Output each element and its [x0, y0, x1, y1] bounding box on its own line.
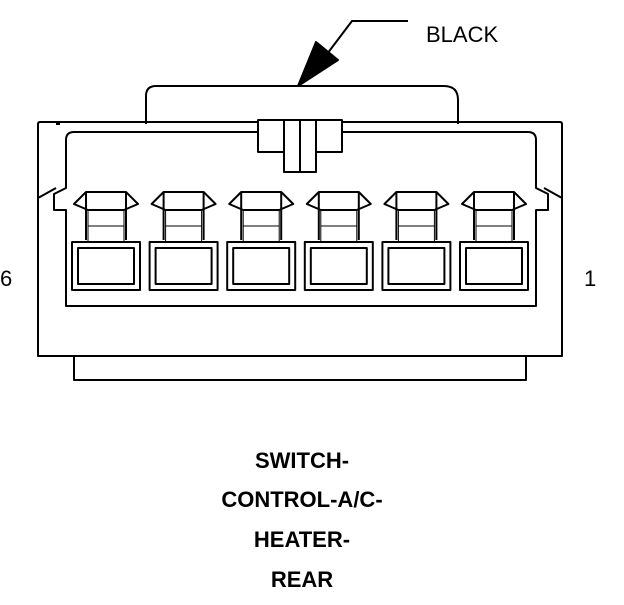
caption-line-3: HEATER- [253, 527, 351, 552]
center-latch [257, 119, 343, 173]
terminal-cavity [459, 191, 529, 291]
connector-face [53, 131, 549, 307]
terminal-cavity [226, 191, 297, 291]
right-step-line [543, 187, 563, 199]
connector-top-tab [145, 85, 459, 124]
connector-body [37, 121, 563, 357]
callout-arrow [297, 20, 408, 87]
pin-right-label: 1 [584, 266, 597, 291]
callout-color-label: BLACK [426, 22, 499, 47]
pin-left-label: 6 [0, 266, 13, 291]
connector-base [73, 355, 527, 381]
terminal-cavities [71, 191, 529, 291]
terminal-cavity [71, 191, 141, 291]
terminal-cavity [381, 191, 452, 291]
caption-line-4: REAR [270, 567, 334, 592]
caption-line-2: CONTROL-A/C- [221, 487, 383, 512]
left-step-line [37, 187, 57, 199]
caption-line-1: SWITCH- [254, 448, 350, 473]
terminal-cavity [303, 191, 374, 291]
terminal-cavity [148, 191, 219, 291]
